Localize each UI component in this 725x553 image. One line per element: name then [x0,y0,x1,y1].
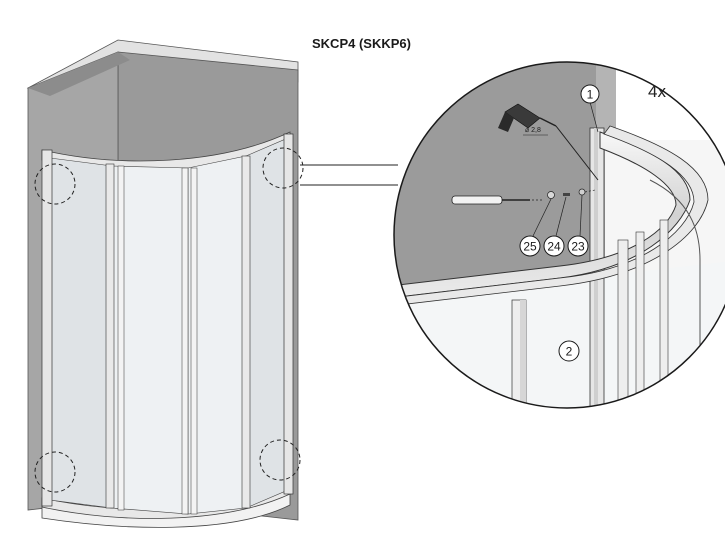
callout-24: 24 [543,235,565,257]
left-wall-shadow [28,52,130,96]
detail-circle-bottom-right [259,439,301,481]
glass-panel-left [49,157,113,509]
nut-part [563,193,570,196]
glass-panel-right [245,137,289,509]
svg-text:23: 23 [571,240,585,254]
callout-2: 2 [558,340,580,362]
svg-text:24: 24 [547,240,561,254]
svg-text:2: 2 [566,345,573,359]
screwdriver-icon [451,195,544,205]
left-wall-profile [41,149,53,507]
right-wall-profile [283,133,294,495]
svg-text:1: 1 [587,88,594,102]
quantity-label: 4x [648,82,666,101]
detail-circle-top-left [34,163,76,205]
callout-25: 25 [519,235,541,257]
detail-glass [394,260,725,408]
model-title: SKCP4 (SKKP6) [312,36,411,51]
drill-size-label: ⌀ 2,8 [525,127,541,134]
callout-23: 23 [567,235,589,257]
svg-text:25: 25 [523,240,537,254]
screw-part [547,191,555,199]
detail-circle-top-right [262,147,304,189]
drill-icon [498,103,599,181]
washer-part [578,188,586,196]
callout-1: 1 [580,84,600,104]
detail-circle-bottom-left [34,451,76,493]
shower-enclosure [26,39,304,528]
